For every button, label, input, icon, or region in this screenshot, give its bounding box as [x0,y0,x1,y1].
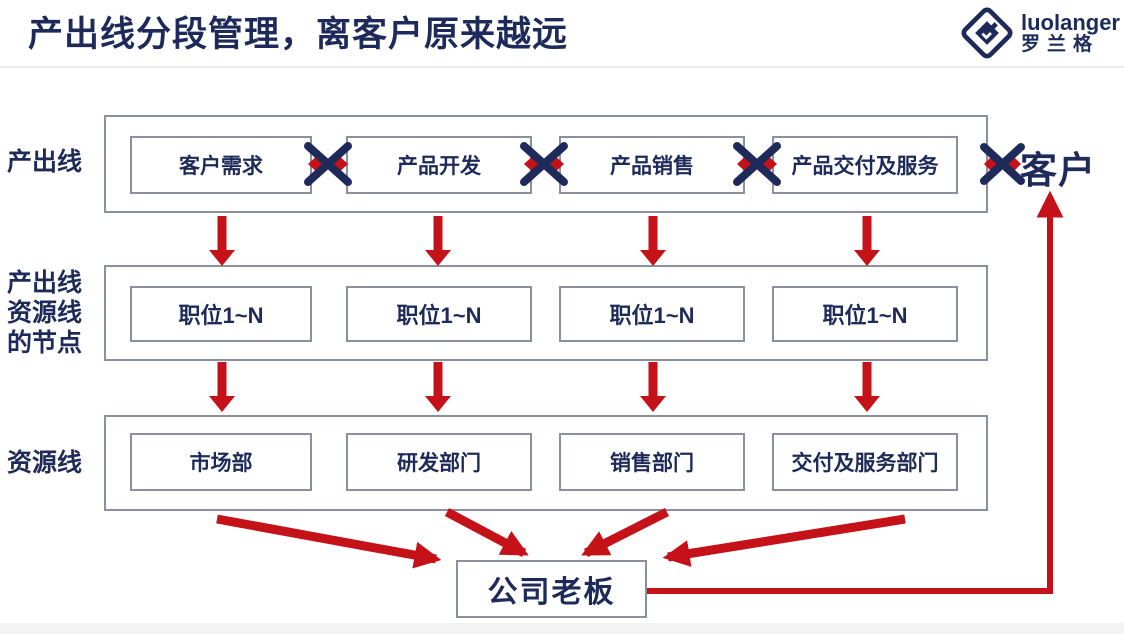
broken-link-connector-customer [980,143,1025,185]
flow-down-arrow-3a [640,216,666,266]
flow-down-arrow-1a [209,216,235,266]
converge-arrow-1 [216,514,442,569]
brand-name-cn: 罗兰格 [1020,33,1099,55]
dept-box-sales: 销售部门 [559,433,745,491]
converge-arrow-2 [444,508,529,557]
stage-box-product-sales: 产品销售 [559,136,745,194]
dept-box-delivery: 交付及服务部门 [772,433,958,491]
stage-box-delivery-service: 产品交付及服务 [772,136,958,194]
converge-arrow-4 [662,514,906,567]
customer-label: 客户 [1020,150,1096,191]
boss-box: 公司老板 [456,560,647,618]
converge-arrow-3 [581,507,670,558]
flow-down-arrow-1b [209,362,235,412]
dept-box-rnd: 研发部门 [346,433,532,491]
stage-box-product-dev: 产品开发 [346,136,532,194]
position-box-4: 职位1~N [772,286,958,342]
row-label-nodes-line3: 的节点 [7,329,83,357]
dept-box-marketing: 市场部 [130,433,312,491]
stage-box-customer-needs: 客户需求 [130,136,312,194]
flow-down-arrow-2b [425,362,451,412]
header-divider [0,66,1124,68]
row-label-output-line: 产出线 [7,148,83,176]
flow-down-arrow-2a [425,216,451,266]
flow-down-arrow-4a [854,216,880,266]
row-label-resource-line: 资源线 [7,449,83,477]
position-box-2: 职位1~N [346,286,532,342]
diamond-logo-icon [961,7,1013,59]
row-label-nodes-line1: 产出线 [7,269,83,297]
brand-name: luolanger [1020,10,1120,36]
bottom-strip [0,623,1124,634]
slide-title: 产出线分段管理，离客户原来越远 [28,15,569,54]
position-box-3: 职位1~N [559,286,745,342]
flow-down-arrow-4b [854,362,880,412]
row-label-nodes: 产出线 资源线 的节点 [7,268,82,358]
flow-down-arrow-3b [640,362,666,412]
position-box-1: 职位1~N [130,286,312,342]
boss-to-customer-feedback-arrow [647,190,1064,594]
brand-text: luolanger 罗兰格 [1021,11,1120,54]
brand-logo: luolanger 罗兰格 [959,5,1120,61]
row-label-nodes-line2: 资源线 [7,299,83,327]
